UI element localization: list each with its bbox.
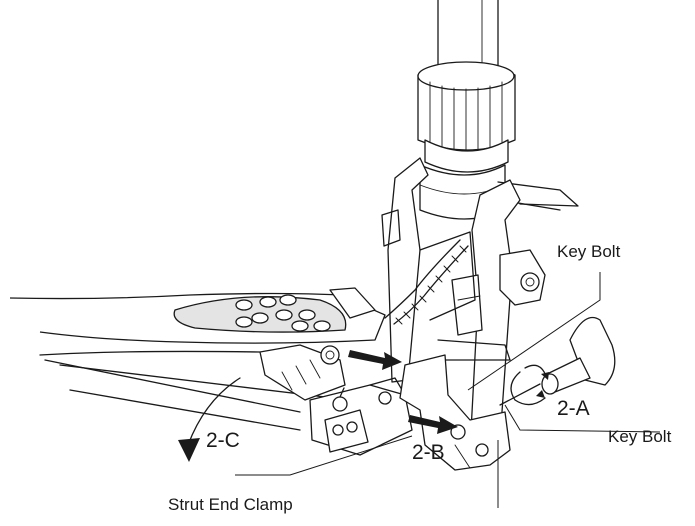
rotation-arrow bbox=[510, 364, 549, 406]
direction-arrows bbox=[178, 350, 458, 462]
strut-end-clamp-label: Strut End Clamp bbox=[168, 495, 293, 514]
pedal-chain bbox=[384, 239, 469, 325]
key-bolt-right-label: Key Bolt bbox=[608, 427, 672, 446]
clamp-knob bbox=[417, 61, 516, 173]
step-2a-label: 2-A bbox=[557, 397, 590, 420]
drum-key bbox=[499, 316, 616, 406]
footboard bbox=[9, 287, 386, 344]
strut-end-clamp bbox=[309, 377, 413, 456]
base-hinge bbox=[399, 354, 511, 471]
leader-lines bbox=[235, 272, 661, 508]
step-2b-label: 2-B bbox=[412, 441, 445, 464]
key-bolt-top-label: Key Bolt bbox=[557, 242, 621, 261]
pedal-frame bbox=[381, 157, 579, 451]
step-2c-label: 2-C bbox=[206, 429, 240, 452]
heel-plate bbox=[39, 344, 351, 431]
stand-tube bbox=[437, 0, 499, 71]
